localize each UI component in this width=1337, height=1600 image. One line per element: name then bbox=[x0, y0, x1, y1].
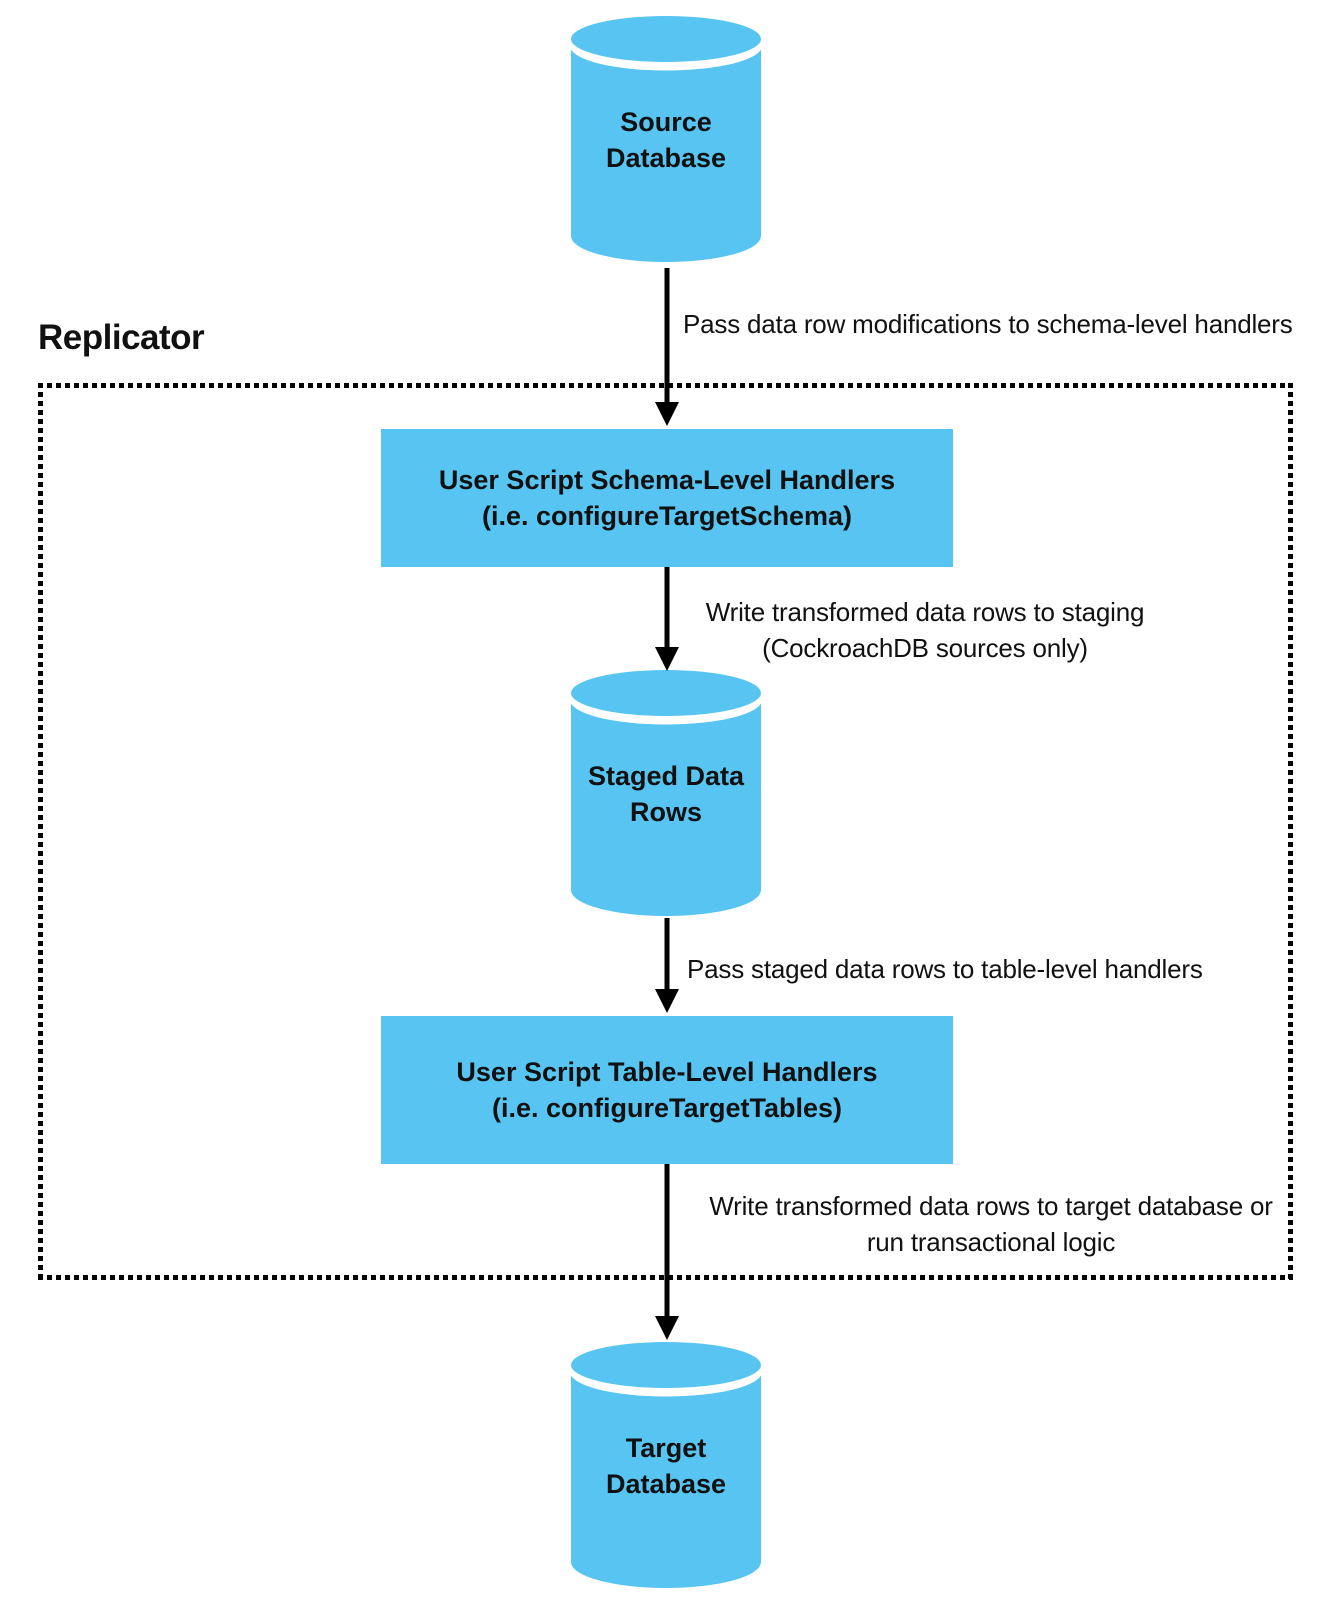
label-line: Database bbox=[605, 143, 727, 173]
edge-label-staging-to-table: Pass staged data rows to table-level han… bbox=[687, 954, 1203, 984]
arrow-source-to-schema bbox=[655, 268, 679, 426]
edge-label-table-to-target: Write transformed data rows to target da… bbox=[684, 1188, 1298, 1260]
arrow-schema-to-staging bbox=[655, 567, 679, 671]
database-cylinder-icon bbox=[570, 1342, 762, 1588]
target-database-label: Target Database bbox=[570, 1342, 762, 1590]
label-line: Source bbox=[620, 107, 712, 137]
edge-label-source-to-schema: Pass data row modifications to schema-le… bbox=[683, 309, 1293, 339]
replicator-label: Replicator bbox=[38, 318, 205, 357]
target-database-node: Target Database bbox=[570, 1342, 762, 1590]
label-line: Write transformed data rows to target da… bbox=[709, 1191, 1273, 1221]
arrow-table-to-target bbox=[655, 1164, 679, 1340]
label-line: Target bbox=[625, 1433, 707, 1463]
label-line: Database bbox=[605, 1469, 727, 1499]
replicator-boundary bbox=[38, 383, 1293, 1280]
source-database-label: Source Database bbox=[570, 16, 762, 264]
label-line: Write transformed data rows to staging bbox=[705, 597, 1145, 627]
label-line: (CockroachDB sources only) bbox=[762, 633, 1088, 663]
arrow-staging-to-table bbox=[655, 918, 679, 1013]
database-cylinder-icon bbox=[570, 16, 762, 262]
source-database-node: Source Database bbox=[570, 16, 762, 264]
label-line: run transactional logic bbox=[866, 1227, 1116, 1257]
edge-label-schema-to-staging: Write transformed data rows to staging (… bbox=[675, 594, 1175, 666]
